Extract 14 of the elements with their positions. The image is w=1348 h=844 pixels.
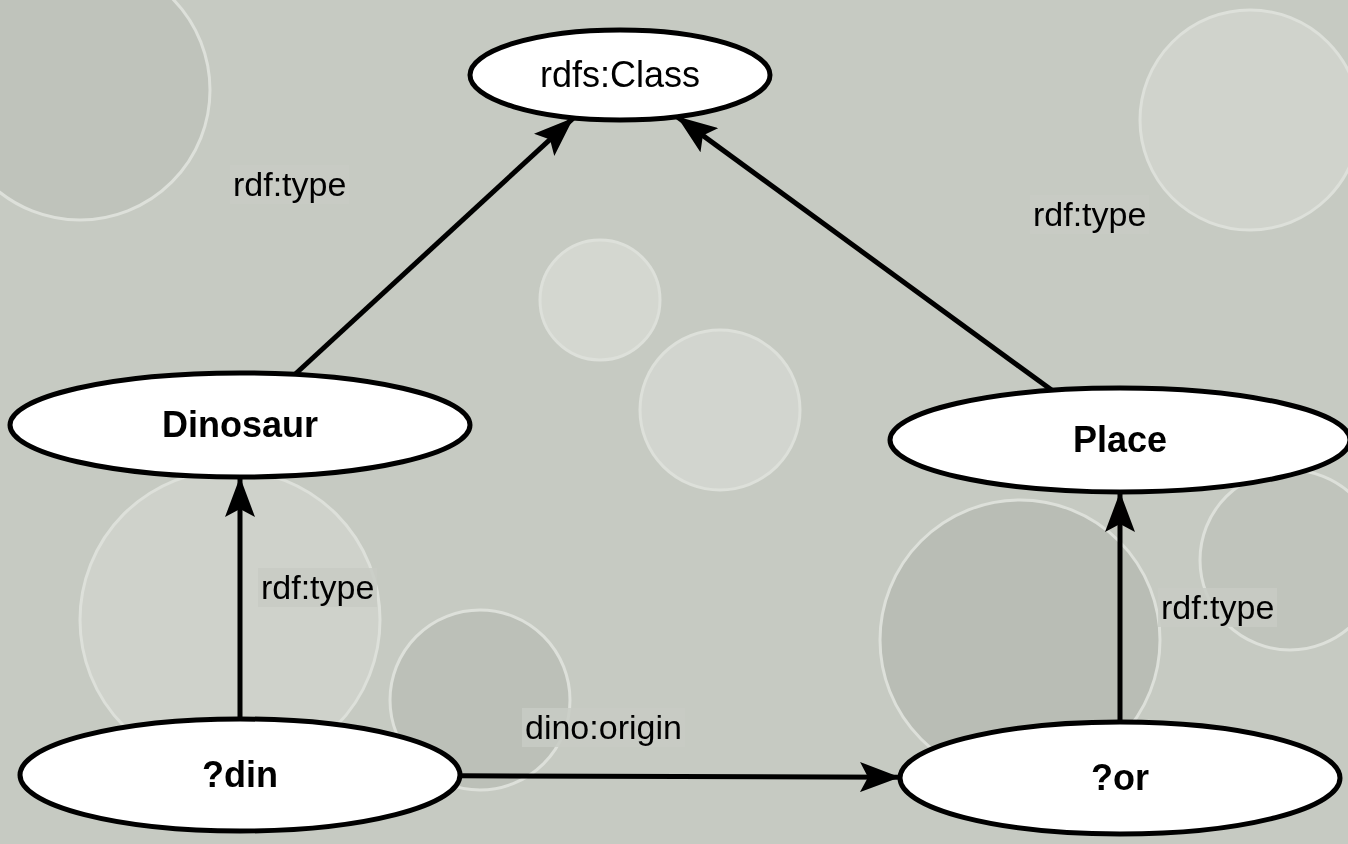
node-label: ?or — [1091, 757, 1149, 799]
node-label: rdfs:Class — [540, 54, 700, 96]
arrow — [225, 477, 255, 719]
ellipse-node — [7, 370, 473, 480]
node-label: Dinosaur — [162, 404, 318, 446]
ellipse-node — [897, 719, 1343, 837]
arrow — [1105, 492, 1135, 722]
node-label: ?din — [202, 754, 278, 796]
edge-label: rdf:type — [1158, 588, 1278, 627]
ellipse-node — [467, 27, 773, 123]
edge-label: rdf:type — [258, 568, 378, 607]
node-label: Place — [1072, 419, 1168, 461]
ellipse-node — [17, 716, 463, 834]
arrow — [459, 762, 901, 793]
